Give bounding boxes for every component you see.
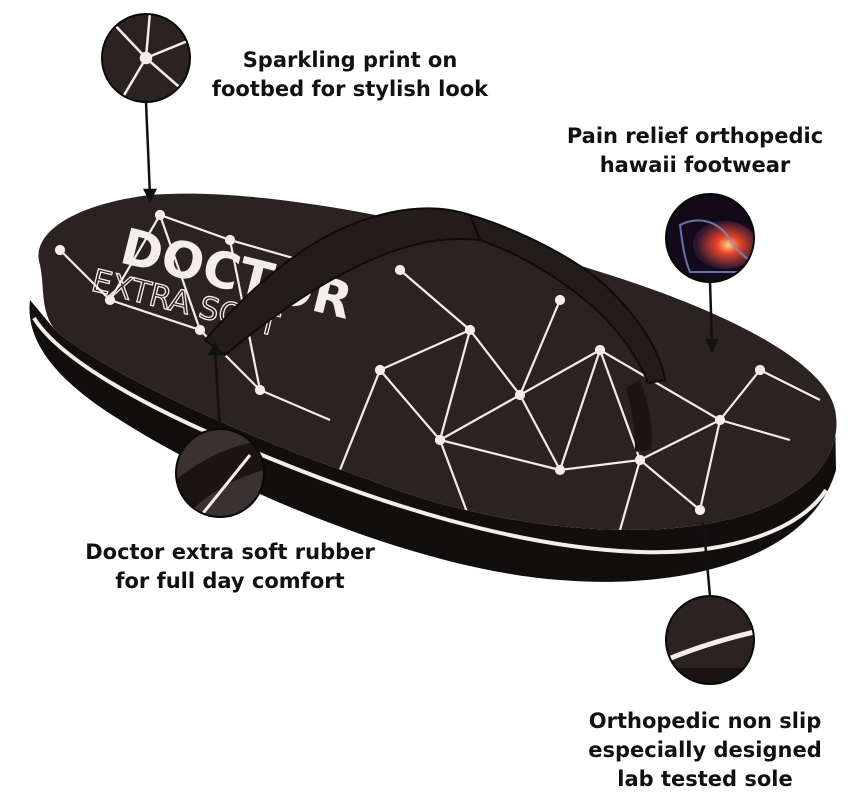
caption-pain-relief: Pain relief orthopedic hawaii footwear bbox=[560, 122, 830, 180]
zoom-circle-sole-detail bbox=[665, 595, 755, 685]
caption-line: Sparkling print on bbox=[242, 48, 458, 72]
strap bbox=[203, 207, 667, 452]
caption-line: hawaii footwear bbox=[599, 153, 791, 177]
zoom-circle-print-detail bbox=[101, 13, 191, 103]
caption-line: Doctor extra soft rubber bbox=[85, 540, 375, 564]
callout-lines bbox=[142, 101, 720, 597]
caption-extra-soft: Doctor extra soft rubber for full day co… bbox=[60, 538, 400, 596]
caption-line: Orthopedic non slip bbox=[588, 709, 822, 733]
zoom-circle-foot-pain bbox=[665, 193, 755, 283]
caption-sparkling-print: Sparkling print on footbed for stylish l… bbox=[200, 46, 500, 104]
caption-non-slip: Orthopedic non slip especially designed … bbox=[560, 707, 850, 794]
caption-line: lab tested sole bbox=[617, 767, 793, 791]
caption-line: Pain relief orthopedic bbox=[566, 124, 824, 148]
zoom-circle-strap-detail bbox=[175, 428, 265, 518]
caption-line: footbed for stylish look bbox=[211, 77, 489, 101]
caption-line: for full day comfort bbox=[115, 569, 345, 593]
caption-line: especially designed bbox=[588, 738, 822, 762]
geometric-print bbox=[54, 209, 821, 530]
